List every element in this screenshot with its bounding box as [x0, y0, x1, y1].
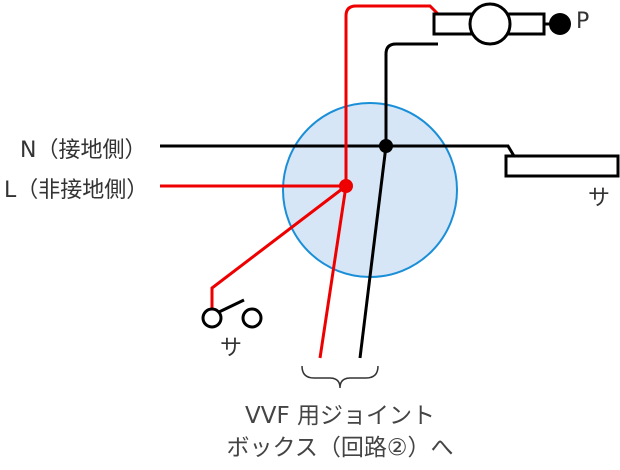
line-label: L（非接地側）: [4, 178, 149, 203]
joint-box-circle: [282, 102, 458, 278]
live-wire-switch: [210, 184, 347, 308]
destination-label-line1: VVF 用ジョイント: [244, 403, 435, 429]
switch-lever: [218, 298, 245, 314]
switch-symbol-label: サ: [220, 336, 243, 361]
outlet-symbol-label: サ: [588, 186, 611, 211]
neutral-wire-down: [358, 145, 388, 359]
bottom-brace: [301, 365, 379, 389]
outlet-rect: [504, 154, 620, 178]
live-wire-lamp: [344, 4, 440, 186]
lamp-circle: [468, 2, 512, 46]
neutral-wire-lamp: [384, 42, 438, 146]
switch-left-terminal: [201, 307, 223, 329]
lamp-symbol-label: P: [576, 9, 590, 34]
live-junction-dot: [339, 179, 353, 193]
neutral-wire-main: [160, 144, 516, 157]
destination-label-line2: ボックス（回路②）へ: [226, 435, 454, 461]
neutral-junction-dot: [379, 139, 393, 153]
neutral-label: N（接地側）: [20, 138, 147, 163]
lamp-pull-dot: [549, 13, 571, 35]
live-wire-down: [318, 185, 348, 359]
switch-right-terminal: [241, 307, 263, 329]
